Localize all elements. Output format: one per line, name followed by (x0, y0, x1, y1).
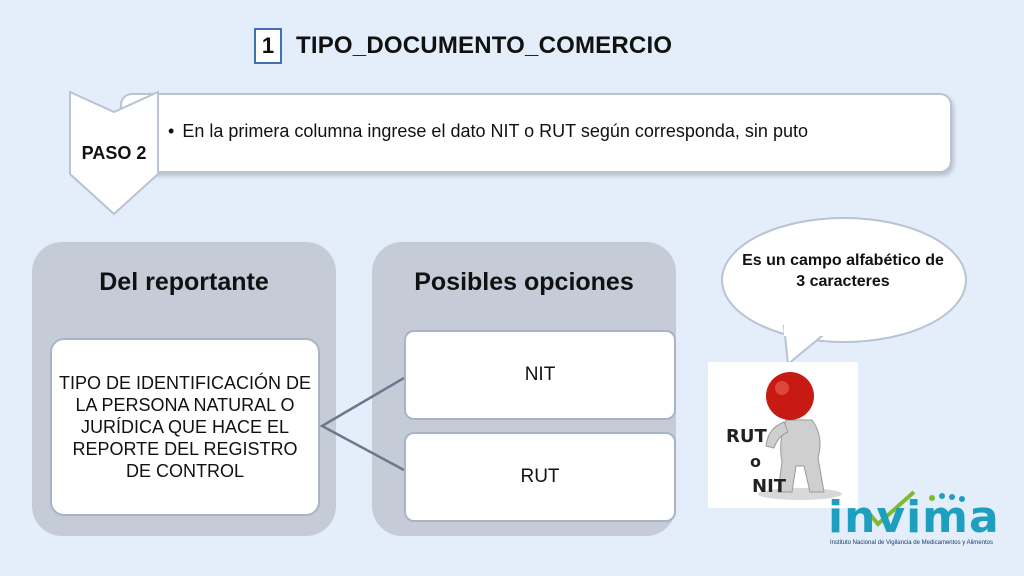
illustration-rut-text: RUT (726, 426, 767, 447)
option-nit-label: NIT (524, 364, 556, 385)
option-rut-label: RUT (520, 466, 560, 487)
figure-icon (758, 372, 842, 500)
thinking-figure-illustration: RUT o NIT (708, 362, 858, 508)
title-row: 1 TIPO_DOCUMENTO_COMERCIO (254, 28, 672, 64)
identification-type-text: TIPO DE IDENTIFICACIÓN DE LA PERSONA NAT… (58, 373, 312, 481)
page-title: TIPO_DOCUMENTO_COMERCIO (296, 32, 673, 59)
bullet-icon: • (168, 121, 175, 141)
instruction-bar (120, 93, 952, 173)
invima-logo: invima Instituto Nacional de Vigilancia … (828, 490, 1000, 556)
illustration-or-text: o (750, 452, 761, 471)
identification-type-box: TIPO DE IDENTIFICACIÓN DE LA PERSONA NAT… (50, 338, 320, 516)
callout-text: Es un campo alfabético de 3 caracteres (742, 252, 944, 290)
option-rut: RUT (404, 432, 676, 522)
step-label: PASO 2 (81, 143, 147, 163)
callout-bubble (721, 217, 967, 366)
options-panel-title: Posibles opciones (414, 268, 634, 296)
option-nit: NIT (404, 330, 676, 420)
step-chevron-shape (69, 90, 159, 216)
reporter-panel-title: Del reportante (99, 268, 269, 296)
logo-subtitle: Instituto Nacional de Vigilancia de Medi… (830, 540, 993, 546)
instruction-text: En la primera columna ingrese el dato NI… (182, 121, 808, 141)
logo-wordmark: invima (828, 492, 1000, 543)
instruction-item: • En la primera columna ingrese el dato … (168, 121, 808, 142)
logo-check-icon (866, 490, 965, 527)
illustration-nit-text: NIT (752, 476, 787, 497)
step-number-badge: 1 (254, 28, 282, 64)
